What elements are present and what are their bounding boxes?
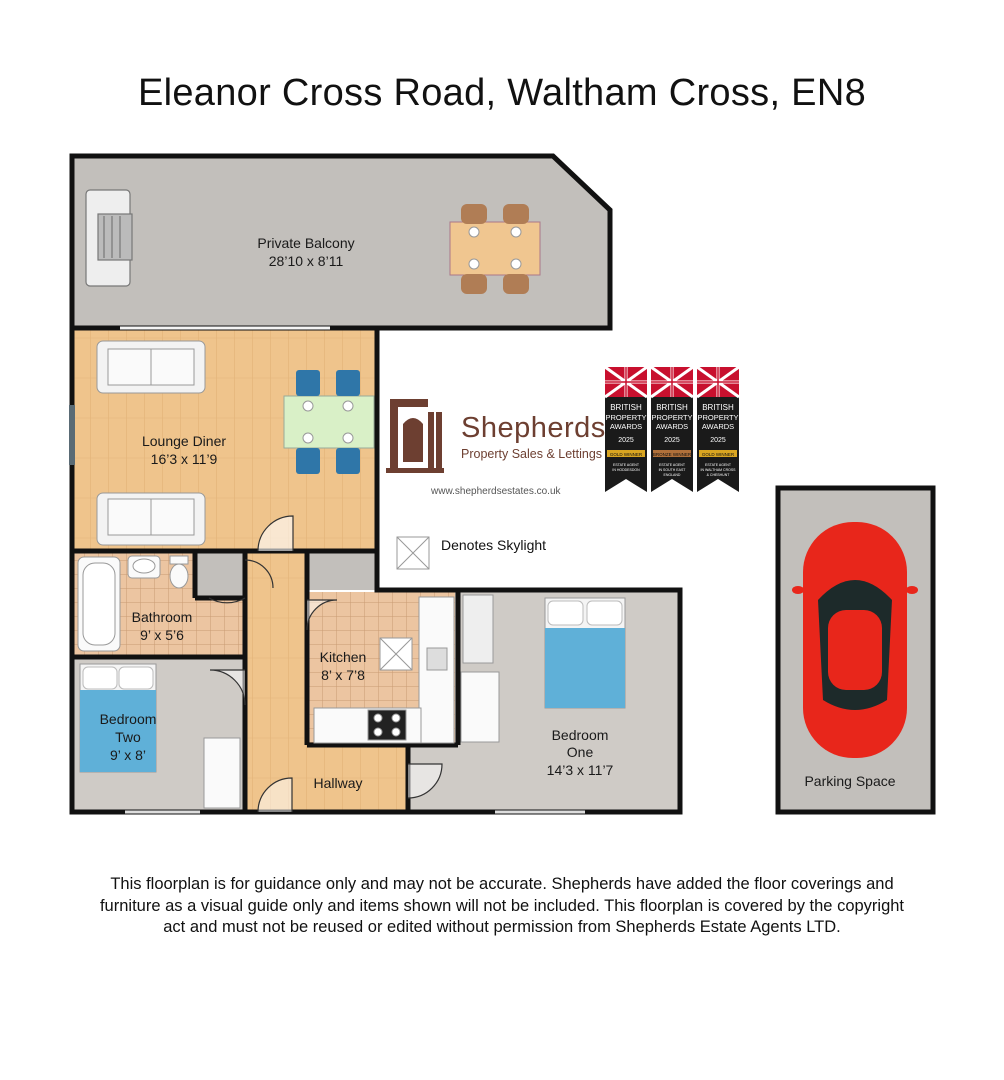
doors <box>208 515 443 813</box>
award-2-sub2: IN SOUTH EAST <box>659 468 687 472</box>
bedroom-two-label-1: Bedroom <box>100 711 157 727</box>
award-1-sub2: IN HODDESDON <box>612 468 640 472</box>
award-1-line1: BRITISH <box>610 403 642 412</box>
sofa-top <box>96 340 206 394</box>
wardrobe-rail <box>462 594 494 664</box>
award-1-line3: AWARDS <box>610 422 642 431</box>
disclaimer: This floorplan is for guidance only and … <box>99 875 905 936</box>
shepherds-logo-icon <box>386 399 444 473</box>
sink <box>127 555 161 579</box>
bedroom-one-label-1: Bedroom <box>552 727 609 743</box>
skylight-legend-label: Denotes Skylight <box>441 537 547 553</box>
award-2-line2: PROPERTY <box>651 413 692 422</box>
award-3-line3: AWARDS <box>702 422 734 431</box>
award-1-line2: PROPERTY <box>605 413 646 422</box>
sofa-bottom <box>96 492 206 546</box>
brand-name: Shepherds <box>461 412 606 444</box>
bedroom-two-size: 9’ x 8’ <box>110 747 146 763</box>
brand-url[interactable]: www.shepherdsestates.co.uk <box>431 486 561 497</box>
balcony-label: Private Balcony <box>257 235 354 251</box>
skylight-legend-icon <box>396 536 430 570</box>
award-badge-1: BRITISH PROPERTY AWARDS 2025 GOLD WINNER… <box>604 365 648 492</box>
kitchen-worktop <box>313 596 455 744</box>
award-2-tier: BRONZE WINNER <box>653 452 692 457</box>
sun-lounger <box>85 189 133 287</box>
bathroom-size: 9’ x 5’6 <box>140 627 184 643</box>
award-2-sub1: ESTATE AGENT <box>659 463 686 467</box>
hallway-label: Hallway <box>313 775 362 791</box>
lounge-dining-table <box>283 370 375 474</box>
bedroom-one-label-2: One <box>567 744 594 760</box>
toilet <box>169 555 189 589</box>
lounge-size: 16’3 x 11’9 <box>151 451 218 467</box>
award-2-year: 2025 <box>664 437 680 444</box>
kitchen-size: 8’ x 7’8 <box>321 667 365 683</box>
windows <box>69 326 585 814</box>
cupboard-floor-2 <box>307 552 377 590</box>
award-2-sub3: ENGLAND <box>664 473 681 477</box>
award-2-line3: AWARDS <box>656 422 688 431</box>
award-3-line1: BRITISH <box>702 403 734 412</box>
bed-one <box>544 597 626 709</box>
bathtub <box>77 556 121 652</box>
award-3-line2: PROPERTY <box>697 413 738 422</box>
parking-label: Parking Space <box>804 773 895 789</box>
page-title: Eleanor Cross Road, Waltham Cross, EN8 <box>137 72 867 114</box>
kitchen-label: Kitchen <box>320 649 367 665</box>
kitchen-skylight <box>379 637 413 671</box>
cupboard-floor <box>195 552 245 598</box>
bed-two <box>79 663 157 773</box>
award-3-year: 2025 <box>710 437 726 444</box>
bathroom-label: Bathroom <box>132 609 193 625</box>
balcony-size: 28’10 x 8’11 <box>269 253 344 269</box>
award-1-sub1: ESTATE AGENT <box>613 463 640 467</box>
brand-tagline: Property Sales & Lettings <box>461 447 603 461</box>
award-1-year: 2025 <box>618 437 634 444</box>
award-3-sub1: ESTATE AGENT <box>705 463 732 467</box>
award-3-tier: GOLD WINNER <box>702 452 735 457</box>
bedroom-two-label-2: Two <box>115 729 141 745</box>
award-1-tier: GOLD WINNER <box>610 452 643 457</box>
parking-outline <box>775 485 936 815</box>
wardrobe-two <box>203 737 241 809</box>
car-icon <box>792 522 918 758</box>
balcony-dining-table <box>449 204 541 294</box>
award-3-sub3: & CHESHUNT <box>707 473 731 477</box>
award-3-sub2: IN WALTHAM CROSS <box>700 468 736 472</box>
award-badge-3: BRITISH PROPERTY AWARDS 2025 GOLD WINNER… <box>696 365 740 492</box>
award-2-line1: BRITISH <box>656 403 688 412</box>
bedroom-one-size: 14’3 x 11’7 <box>547 762 614 778</box>
wardrobe-one <box>460 671 500 743</box>
award-badge-2: BRITISH PROPERTY AWARDS 2025 BRONZE WINN… <box>650 365 694 492</box>
lounge-label: Lounge Diner <box>142 433 226 449</box>
